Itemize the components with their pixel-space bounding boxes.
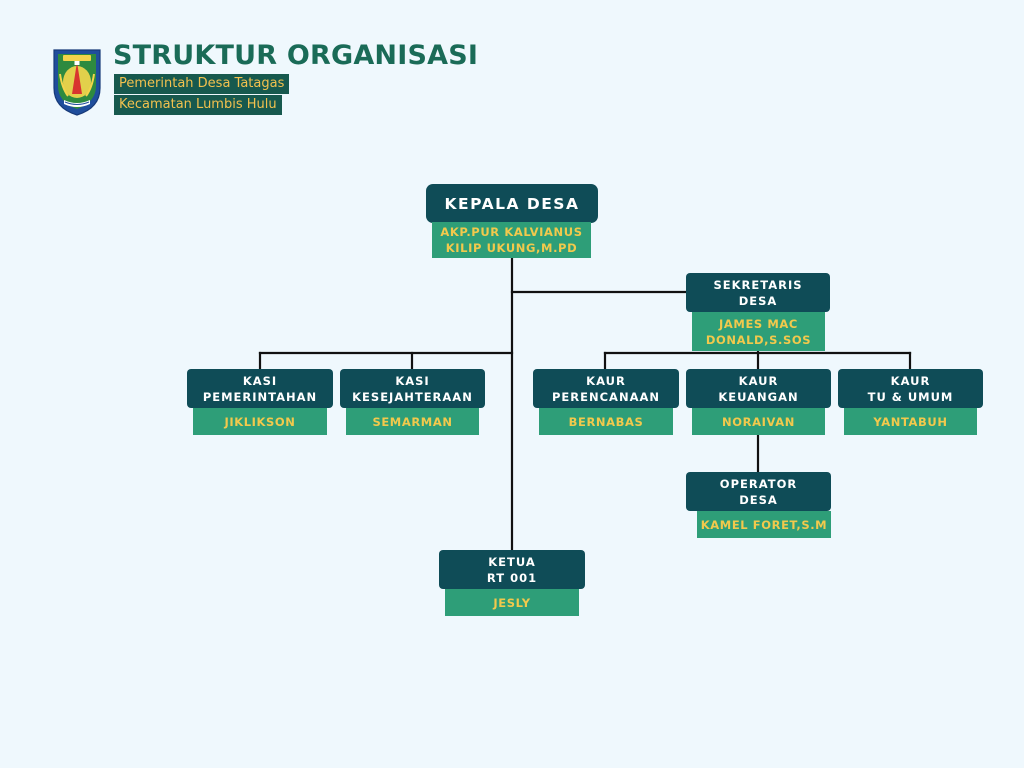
person-name-line: AKP.PUR KALVIANUS — [440, 225, 583, 239]
role-label: KETUA — [488, 554, 536, 569]
role-label: KAUR — [890, 373, 931, 388]
role-label: TU & UMUM — [867, 389, 954, 404]
person-ketua-rt: JESLY — [445, 589, 579, 616]
role-label: DESA — [738, 293, 778, 308]
person-kepala-desa: AKP.PUR KALVIANUS KILIP UKUNG,M.PD — [432, 222, 591, 258]
role-ketua-rt: KETUA RT 001 — [439, 550, 585, 589]
person-kaur-keuangan: NORAIVAN — [692, 408, 825, 435]
role-label: KAUR — [586, 373, 626, 388]
person-name-line: DONALD,S.SOS — [705, 332, 812, 347]
role-label: KASI — [395, 373, 430, 388]
person-name-line: BERNABAS — [568, 414, 644, 429]
role-label: PEMERINTAHAN — [202, 389, 318, 404]
role-label: KAUR — [738, 373, 779, 388]
page-title: STRUKTUR ORGANISASI — [113, 40, 479, 71]
role-label: PERENCANAAN — [551, 389, 660, 404]
subtitle-district: Kecamatan Lumbis Hulu — [114, 95, 282, 115]
role-label: RT 001 — [486, 570, 538, 585]
person-name-line: JIKLIKSON — [224, 414, 296, 429]
person-kaur-perencanaan: BERNABAS — [539, 408, 673, 435]
role-label: SEKRETARIS — [713, 277, 803, 292]
person-kasi-kesejahteraan: SEMARMAN — [346, 408, 479, 435]
role-sekretaris-desa: SEKRETARIS DESA — [686, 273, 830, 312]
role-kasi-kesejahteraan: KASI KESEJAHTERAAN — [340, 369, 485, 408]
person-sekretaris-desa: JAMES MAC DONALD,S.SOS — [692, 312, 825, 351]
person-name-line: KILIP UKUNG,M.PD — [445, 241, 578, 255]
role-operator-desa: OPERATOR DESA — [686, 472, 831, 511]
person-name-line: SEMARMAN — [372, 414, 453, 429]
role-kaur-keuangan: KAUR KEUANGAN — [686, 369, 831, 408]
role-label: KEPALA DESA — [444, 194, 580, 213]
person-name-line: NORAIVAN — [722, 414, 795, 429]
role-label: KASI — [242, 373, 278, 388]
role-kaur-perencanaan: KAUR PERENCANAAN — [533, 369, 679, 408]
person-name-line: KAMEL FORET,S.M — [700, 517, 828, 532]
role-label: KEUANGAN — [718, 389, 799, 404]
person-name-line: YANTABUH — [873, 414, 948, 429]
role-label: OPERATOR — [719, 476, 798, 491]
person-kaur-tu-umum: YANTABUH — [844, 408, 977, 435]
role-kasi-pemerintahan: KASI PEMERINTAHAN — [187, 369, 333, 408]
person-name-line: JAMES MAC — [719, 316, 798, 331]
role-label: KESEJAHTERAAN — [352, 389, 473, 404]
role-label: DESA — [739, 492, 778, 507]
regional-emblem-icon — [53, 49, 101, 116]
role-kaur-tu-umum: KAUR TU & UMUM — [838, 369, 983, 408]
person-kasi-pemerintahan: JIKLIKSON — [193, 408, 327, 435]
person-operator-desa: KAMEL FORET,S.M — [697, 511, 831, 538]
person-name-line: JESLY — [493, 595, 531, 610]
role-kepala-desa: KEPALA DESA — [426, 184, 598, 223]
subtitle-village: Pemerintah Desa Tatagas — [114, 74, 290, 94]
